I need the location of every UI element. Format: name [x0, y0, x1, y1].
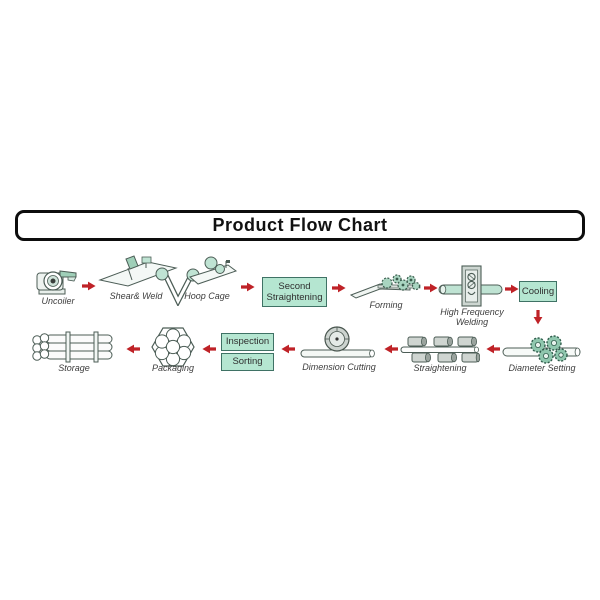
high-frequency-welding-label: High Frequency Welding	[440, 307, 504, 327]
straightening-label: Straightening	[413, 363, 467, 373]
second-straightening-box: Second Straightening	[262, 277, 327, 307]
straightening-icon	[400, 334, 480, 364]
arrow-right-icon	[505, 284, 519, 294]
cooling-box: Cooling	[519, 281, 557, 302]
arrow-right-icon	[424, 283, 438, 293]
diameter-setting-label: Diameter Setting	[508, 363, 576, 373]
arrow-left-icon	[486, 344, 500, 354]
arrow-left-icon	[281, 344, 295, 354]
packaging-icon	[150, 326, 196, 368]
inspection-box: Inspection	[221, 333, 274, 351]
dimension-cutting-label: Dimension Cutting	[302, 362, 376, 372]
forming-label: Forming	[369, 300, 403, 310]
uncoiler-label: Uncoiler	[41, 296, 75, 306]
title-bar: Product Flow Chart	[15, 210, 585, 241]
dimension-cutting-icon	[300, 326, 378, 362]
arrow-right-icon	[82, 281, 96, 291]
arrow-left-icon	[384, 344, 398, 354]
sorting-box: Sorting	[221, 353, 274, 371]
high-frequency-welding-icon	[438, 264, 506, 308]
arrow-right-icon	[332, 283, 346, 293]
uncoiler-icon	[34, 262, 78, 298]
hoop-cage-label: Hoop Cage	[184, 291, 230, 301]
arrow-right-icon	[241, 282, 255, 292]
arrow-down-icon	[533, 310, 543, 325]
packaging-label: Packaging	[151, 363, 195, 373]
storage-label: Storage	[58, 363, 90, 373]
diameter-setting-icon	[502, 334, 582, 366]
storage-icon	[30, 330, 118, 366]
arrow-left-icon	[202, 344, 216, 354]
forming-icon	[350, 271, 422, 301]
shear-weld-label: Shear& Weld	[109, 291, 163, 301]
arrow-left-icon	[126, 344, 140, 354]
shear-weld-hoop-cage-icon	[98, 254, 238, 306]
page-title: Product Flow Chart	[212, 215, 388, 235]
